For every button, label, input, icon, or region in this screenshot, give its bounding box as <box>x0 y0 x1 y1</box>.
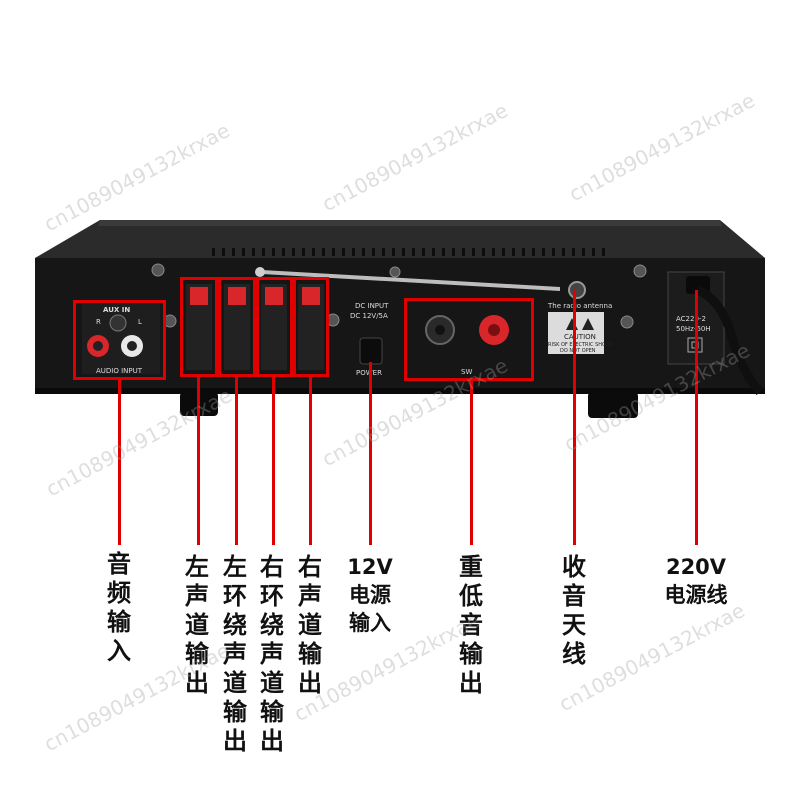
label-dc-12v-in: 12V电源输入 <box>347 555 393 635</box>
label-audio-in: 音频输入 <box>107 550 131 665</box>
caution-line-1: RISK OF ELECTRIC SHOCK <box>548 342 613 348</box>
label-left-surround-out: 左环绕声道输出 <box>223 553 247 755</box>
caution-title: CAUTION <box>564 333 596 341</box>
callout-box-left-surround-out <box>218 277 256 377</box>
aux-l-label: L <box>138 318 142 326</box>
ac-rating-line-1: AC220-2 <box>676 315 706 323</box>
leader-line-subwoofer-out <box>470 381 473 545</box>
leader-line-radio-antenna <box>573 290 576 545</box>
label-right-surround-out: 右环绕声道输出 <box>260 553 284 755</box>
leader-line-right-out <box>309 377 312 545</box>
callout-box-right-surround-out <box>256 277 293 377</box>
callout-box-audio-in <box>73 300 166 380</box>
audio-input-label: AUDIO INPUT <box>96 367 143 375</box>
leader-line-right-surround-out <box>272 377 275 545</box>
ac-rating-line-2: 50Hz-60H <box>676 325 711 333</box>
callout-box-subwoofer-out <box>404 298 534 381</box>
aux-r-label: R <box>96 318 101 326</box>
leader-line-dc-12v-in <box>369 362 372 545</box>
callout-box-right-out <box>293 277 329 377</box>
sw-label: SW <box>461 368 473 376</box>
antenna-panel-text: The radio antenna <box>548 302 613 310</box>
dc-input-label: DC INPUT <box>355 302 389 310</box>
leader-line-ac-220v-cord <box>695 290 698 545</box>
leader-line-left-out <box>197 377 200 545</box>
label-ac-220v-cord: 220V电源线 <box>664 555 728 607</box>
power-label: POWER <box>356 369 382 377</box>
leader-line-audio-in <box>118 380 121 545</box>
aux-in-label: AUX IN <box>103 306 131 314</box>
caution-line-2: DO NOT OPEN <box>560 348 596 354</box>
label-radio-antenna: 收音天线 <box>562 553 586 668</box>
label-left-out: 左声道输出 <box>185 553 209 697</box>
dc-spec-label: DC 12V/5A <box>350 312 388 320</box>
label-right-out: 右声道输出 <box>298 553 322 697</box>
callout-box-left-out <box>180 277 218 377</box>
leader-line-left-surround-out <box>235 377 238 545</box>
label-subwoofer-out: 重低音输出 <box>459 553 483 697</box>
